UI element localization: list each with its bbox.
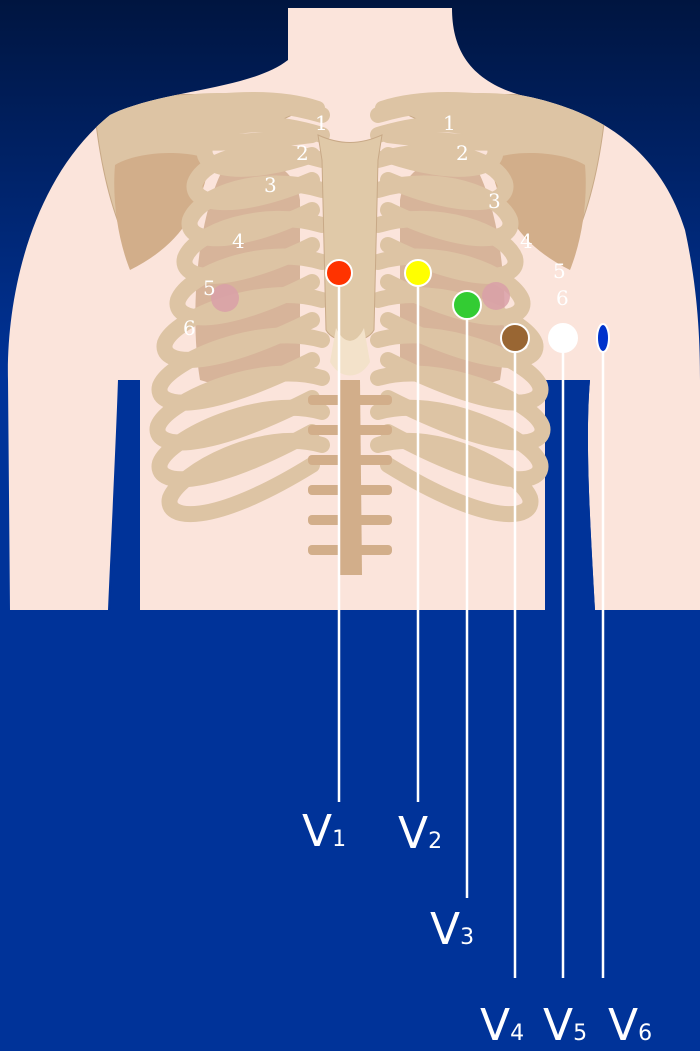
rib-number-right-1: 1 <box>315 111 328 135</box>
yellow-electrode-icon <box>405 260 431 286</box>
lead-letter: V <box>430 904 460 955</box>
brown-electrode-icon <box>501 324 529 352</box>
left-armpit-gap <box>545 380 595 610</box>
green-electrode-icon <box>453 291 481 319</box>
vertebra <box>308 395 392 405</box>
vertebra <box>308 485 392 495</box>
lead-label-v5: V5 <box>543 1004 587 1048</box>
lead-number: 5 <box>573 1021 587 1046</box>
rib-number-right-2: 2 <box>296 141 309 165</box>
sternum <box>318 135 382 341</box>
white-electrode-icon <box>549 324 577 352</box>
lead-number: 2 <box>428 829 442 854</box>
lead-label-v4: V4 <box>480 1004 524 1048</box>
lead-letter: V <box>398 808 428 859</box>
lead-letter: V <box>608 1000 638 1051</box>
rib-number-left-1: 1 <box>443 111 456 135</box>
red-electrode-icon <box>326 260 352 286</box>
lead-number: 3 <box>460 925 474 950</box>
vertebra <box>308 545 392 555</box>
lead-number: 1 <box>332 827 346 852</box>
blue-electrode-icon <box>597 324 609 352</box>
lead-number: 4 <box>510 1021 524 1046</box>
rib-number-right-3: 3 <box>264 173 277 197</box>
rib-number-left-5: 5 <box>553 259 566 283</box>
lead-number: 6 <box>638 1021 652 1046</box>
lead-letter: V <box>302 806 332 857</box>
rib-number-right-4: 4 <box>232 229 245 253</box>
lead-label-v1: V1 <box>302 810 346 854</box>
rib-number-left-4: 4 <box>520 229 533 253</box>
lead-label-v2: V2 <box>398 812 442 856</box>
lead-letter: V <box>480 1000 510 1051</box>
rib-number-left-2: 2 <box>456 141 469 165</box>
lead-letter: V <box>543 1000 573 1051</box>
rib-number-right-6: 6 <box>183 316 196 340</box>
lead-label-v3: V3 <box>430 908 474 952</box>
vertebra <box>308 455 392 465</box>
left-nipple <box>482 282 510 310</box>
rib-number-right-5: 5 <box>203 276 216 300</box>
lead-label-v6: V6 <box>608 1004 652 1048</box>
vertebra <box>308 515 392 525</box>
vertebra <box>308 425 392 435</box>
rib-number-left-6: 6 <box>556 286 569 310</box>
rib-number-left-3: 3 <box>488 189 501 213</box>
